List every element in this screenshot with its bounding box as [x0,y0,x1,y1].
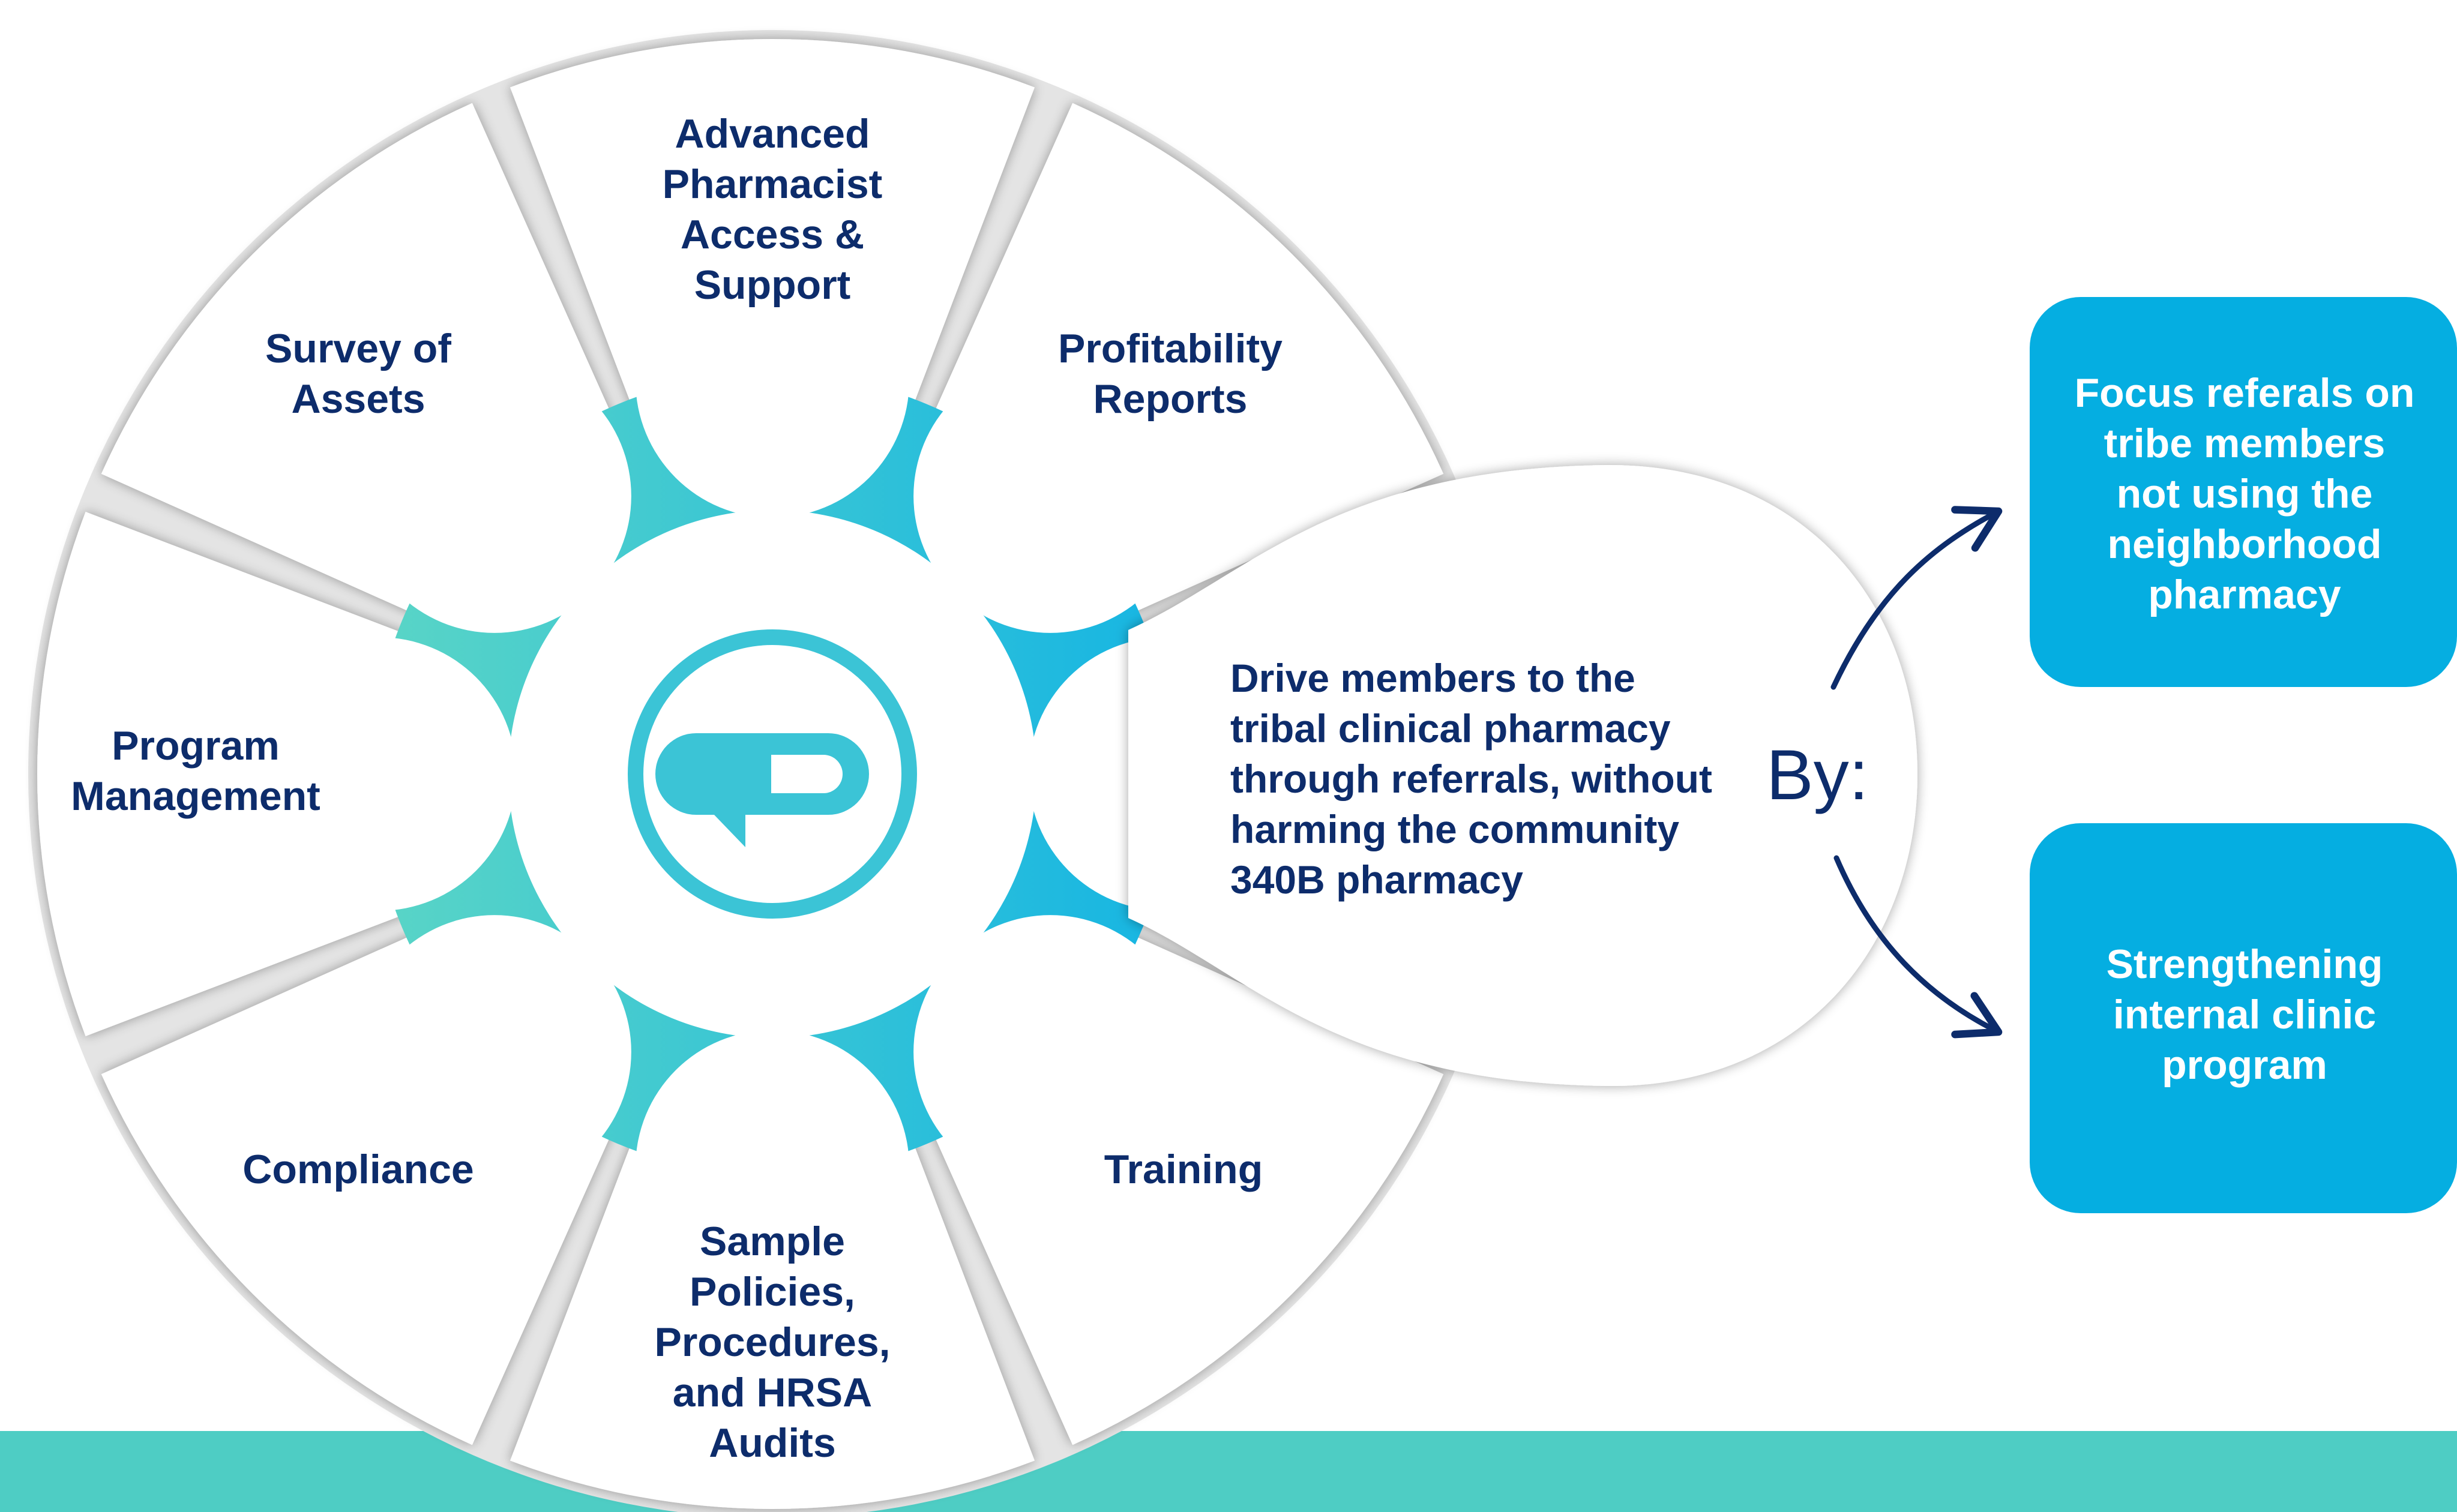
outcome-box-1 [2030,297,2457,687]
segment-label-line: Management [71,773,320,819]
arrow-down [1833,855,2003,1039]
segment-label-survey: Survey of Assets [265,326,451,422]
outcome-line: tribe members [2104,421,2386,466]
segment-label-line: Program [112,723,280,769]
outcome-2-text: Strengthening internal clinic program [2107,941,2383,1088]
center-line: tribal clinical pharmacy [1230,706,1671,751]
outcome-line: program [2162,1042,2327,1088]
segment-label-line: Advanced [675,111,870,157]
callout-bubble [1128,465,1917,1087]
segment-label-line: and HRSA [673,1370,872,1415]
outcome-line: Focus referals on [2075,370,2415,416]
pill-chat-icon [628,629,917,919]
ring-scallop [357,359,631,633]
ring-scallop [357,915,631,1189]
segment-label-training: Training [1104,1147,1263,1192]
segment-label-line: Profitability [1058,326,1283,371]
segment-label-line: Sample [700,1219,845,1264]
segment-label-line: Training [1104,1147,1263,1192]
ring-scallop [913,915,1188,1189]
center-statement: Drive members to the tribal clinical pha… [1230,656,1712,902]
segment-label-advanced: Advanced Pharmacist Access & Support [663,111,883,308]
center-line: Drive members to the [1230,656,1635,700]
center-line: 340B pharmacy [1230,857,1523,902]
segment-label-compliance: Compliance [242,1147,474,1192]
by-label: By: [1766,736,1869,815]
ring-scallop [636,244,909,518]
segment-label-line: Survey of [265,326,451,371]
segment-label-sample: Sample Policies, Procedures, and HRSA Au… [654,1219,890,1466]
segment-label-line: Audits [709,1420,836,1466]
arrow-up [1830,506,2003,690]
outcome-line: internal clinic [2113,992,2376,1037]
segment-label-line: Assets [291,376,425,422]
segment-label-line: Access & [681,212,864,257]
segment-label-line: Pharmacist [663,161,883,207]
bottom-band [0,1431,2457,1512]
outcome-1-text: Focus referals on tribe members not usin… [2075,370,2415,617]
segment-label-profitability: Profitability Reports [1058,326,1283,422]
segment-label-line: Policies, [690,1269,855,1315]
outcome-line: not using the [2117,471,2373,517]
segment-label-line: Reports [1093,376,1248,422]
segment-label-program: Program Management [71,723,320,819]
segment-label-line: Support [694,262,851,308]
segment-label-line: Compliance [242,1147,474,1192]
outcome-line: pharmacy [2148,572,2341,617]
segment-label-line: Procedures, [654,1319,890,1365]
center-line: harming the community [1230,807,1679,851]
ring-scallop [913,359,1188,633]
outcome-line: Strengthening [2107,941,2383,987]
center-line: through referrals, without [1230,757,1712,801]
ring-scallop [636,1030,909,1304]
ring-scallops [242,244,1302,1304]
outcome-line: neighborhood [2107,521,2381,567]
outcome-box-2 [2030,823,2457,1213]
ring-scallop [242,637,516,911]
